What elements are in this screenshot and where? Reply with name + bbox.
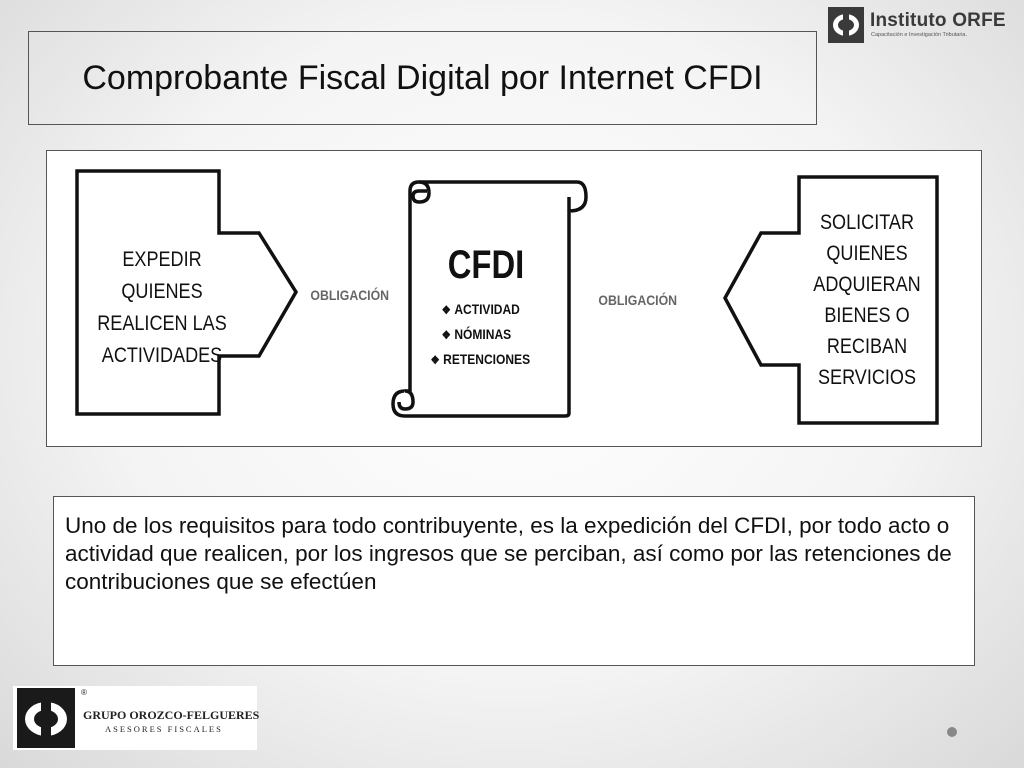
scroll-title: CFDI: [447, 243, 525, 287]
group-emblem-icon: [17, 688, 75, 748]
grupo-orozco-felgueres-logo: ® GRUPO OROZCO-FELGUERES ASESORES FISCAL…: [13, 686, 260, 750]
diamond-bullet-icon: ❖: [441, 303, 451, 317]
diamond-bullet-icon: ❖: [430, 353, 440, 367]
obligation-label-left: OBLIGACIÓN: [310, 287, 390, 303]
instituto-orfe-logo: Instituto ORFE Capacitación e Investigac…: [826, 4, 1024, 46]
group-subtitle: ASESORES FISCALES: [105, 724, 223, 734]
left-box-text: EXPEDIR QUIENES REALICEN LAS ACTIVIDADES: [97, 248, 227, 367]
brand-name: Instituto ORFE: [870, 10, 1006, 31]
registered-mark: ®: [81, 688, 87, 697]
scroll-item-label: ACTIVIDAD: [454, 301, 520, 317]
slide-title: Comprobante Fiscal Digital por Internet …: [82, 58, 763, 97]
scroll-item-list: ❖ACTIVIDAD ❖NÓMINAS ❖RETENCIONES: [427, 297, 557, 372]
group-name: GRUPO OROZCO-FELGUERES: [83, 708, 260, 722]
description-box: Uno de los requisitos para todo contribu…: [53, 496, 975, 666]
scroll-item: ❖ACTIVIDAD: [427, 297, 539, 322]
brand-tagline: Capacitación e Investigación Tributaria.: [871, 32, 967, 38]
left-arrow-shape: [75, 169, 299, 416]
diagram-shapes: [75, 169, 939, 425]
diagram-panel: EXPEDIR QUIENES REALICEN LAS ACTIVIDADES…: [46, 150, 982, 447]
scroll-shape: [391, 180, 588, 418]
right-arrow-shape: [723, 175, 939, 425]
description-text: Uno de los requisitos para todo contribu…: [65, 513, 952, 594]
scroll-item-label: NÓMINAS: [454, 326, 512, 342]
diamond-bullet-icon: ❖: [441, 328, 451, 342]
scroll-item: ❖RETENCIONES: [427, 347, 539, 372]
scroll-item-label: RETENCIONES: [443, 351, 531, 367]
scroll-item: ❖NÓMINAS: [427, 322, 539, 347]
slide-dot-indicator: [947, 727, 957, 737]
orfe-emblem-icon: [828, 7, 864, 43]
title-box: Comprobante Fiscal Digital por Internet …: [28, 31, 817, 125]
obligation-label-right: OBLIGACIÓN: [598, 292, 678, 308]
right-box-text: SOLICITAR QUIENES ADQUIERAN BIENES O REC…: [813, 211, 921, 389]
